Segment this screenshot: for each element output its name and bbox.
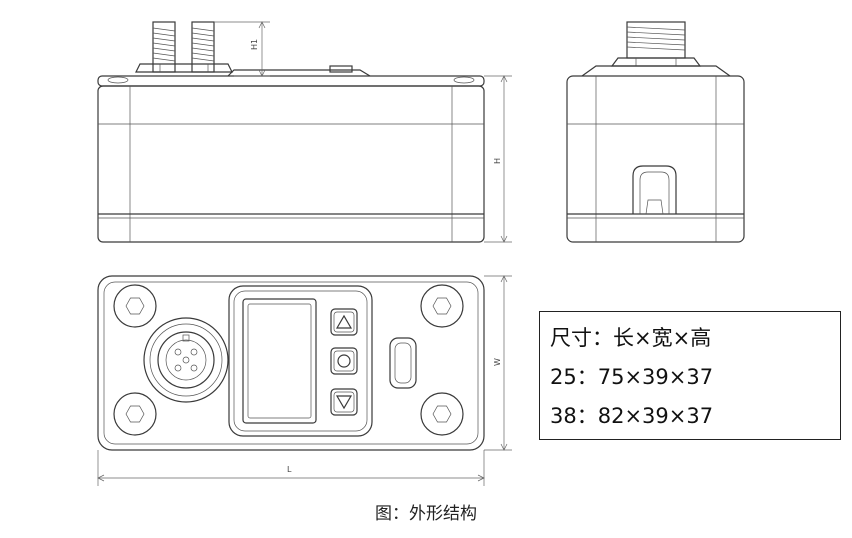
display-panel — [228, 285, 373, 437]
top-view: W L — [97, 275, 512, 486]
spec-row-25: 25：75×39×37 — [550, 365, 714, 389]
triangle-up-icon — [335, 314, 353, 329]
l-dimension-label: L — [287, 465, 292, 474]
indicator-window — [389, 337, 417, 389]
m12-connector-face — [143, 317, 229, 403]
screw-top-left — [113, 284, 157, 328]
side-view — [566, 21, 745, 243]
figure-caption: 图：外形结构 — [375, 504, 477, 524]
screw-bottom-left — [113, 392, 157, 436]
down-button[interactable] — [330, 388, 358, 416]
center-button[interactable] — [330, 347, 358, 375]
circle-icon — [337, 354, 351, 368]
w-dimension-label: W — [493, 358, 502, 366]
h-dimension-label: H — [493, 158, 502, 164]
triangle-down-icon — [335, 395, 353, 410]
front-view: H1 H — [97, 21, 512, 243]
up-button[interactable] — [330, 308, 358, 336]
h1-dimension-label: H1 — [250, 39, 259, 50]
screw-top-right — [420, 284, 464, 328]
dimension-spec-box: 尺寸：长×宽×高 25：75×39×37 38：82×39×37 — [539, 311, 841, 440]
screw-bottom-right — [420, 392, 464, 436]
spec-row-38: 38：82×39×37 — [550, 404, 714, 428]
spec-title: 尺寸：长×宽×高 — [550, 326, 712, 350]
